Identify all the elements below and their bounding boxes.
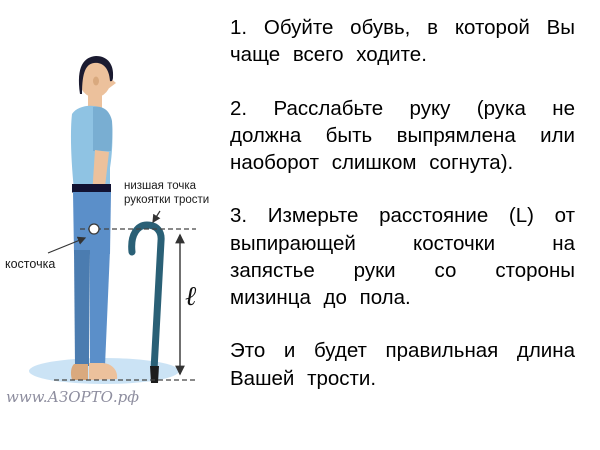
person-pants-hip — [73, 192, 111, 254]
instruction-text-column: 1. Обуйте обувь, в которой Вы чаще всего… — [230, 14, 575, 392]
wrist-bone-label: косточка — [5, 257, 56, 271]
person-back-leg — [74, 250, 90, 366]
person-hair — [78, 56, 114, 94]
person-illustration — [70, 56, 118, 380]
length-l-label: ℓ — [185, 281, 197, 312]
walking-cane — [128, 221, 165, 383]
handle-lowest-point-label: низшая точка рукоятки трости — [124, 180, 210, 206]
cane-shaft — [128, 221, 165, 374]
person-back-foot — [70, 364, 88, 380]
pointer-arrow-bone — [47, 236, 87, 254]
instruction-step-2: 2. Расслабьте руку (рука не должна быть … — [230, 96, 575, 175]
instruction-conclusion: Это и будет правильная длина Вашей трост… — [230, 339, 575, 390]
person-front-foot — [89, 363, 118, 380]
person-front-leg — [90, 250, 110, 366]
wrist-bone-marker — [88, 223, 100, 235]
cane-figure-svg — [29, 56, 196, 384]
watermark: www.АЗОРТО.рф — [6, 388, 140, 406]
person-sleeve — [93, 106, 113, 151]
cane-measurement-figure: низшая точка рукоятки трости косточка ℓ … — [0, 0, 230, 450]
cane-tip — [150, 366, 159, 383]
instruction-step-3: 3. Измерьте расстояние (L) от выпирающей… — [230, 204, 575, 309]
instruction-step-1: 1. Обуйте обувь, в которой Вы чаще всего… — [230, 16, 575, 67]
person-belt — [72, 184, 111, 193]
measurement-overlay — [47, 210, 196, 381]
pointer-arrow-handle — [152, 210, 161, 224]
person-ear — [93, 76, 99, 86]
